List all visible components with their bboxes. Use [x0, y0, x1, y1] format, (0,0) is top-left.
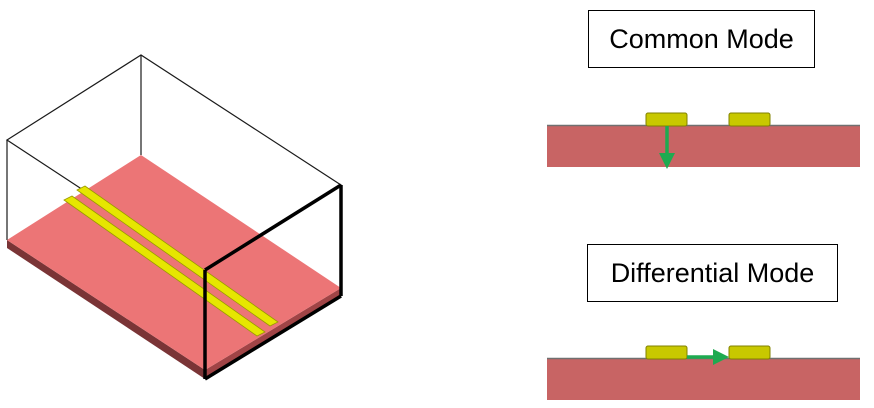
isometric-box-view	[5, 54, 343, 381]
arrow-right-icon	[687, 349, 729, 365]
common-mode-label-text: Common Mode	[609, 23, 794, 54]
common-substrate	[547, 125, 860, 167]
box-front-frame	[203, 183, 343, 381]
trace-strip-2	[63, 195, 266, 337]
differential-mode-label: Differential Mode	[587, 244, 838, 302]
substrate-top-surface	[7, 155, 341, 370]
common-trace-right	[728, 112, 771, 127]
arrow-down-icon	[659, 126, 675, 169]
differential-mode-label-text: Differential Mode	[610, 257, 815, 288]
substrate-left-side	[7, 240, 205, 379]
common-trace-left	[645, 112, 688, 127]
differential-mode-cross-section	[547, 345, 860, 400]
common-mode-cross-section	[547, 112, 860, 169]
differential-trace-left	[645, 345, 688, 360]
differential-trace-right	[728, 345, 771, 360]
common-mode-label: Common Mode	[588, 10, 815, 68]
differential-substrate	[547, 358, 860, 400]
